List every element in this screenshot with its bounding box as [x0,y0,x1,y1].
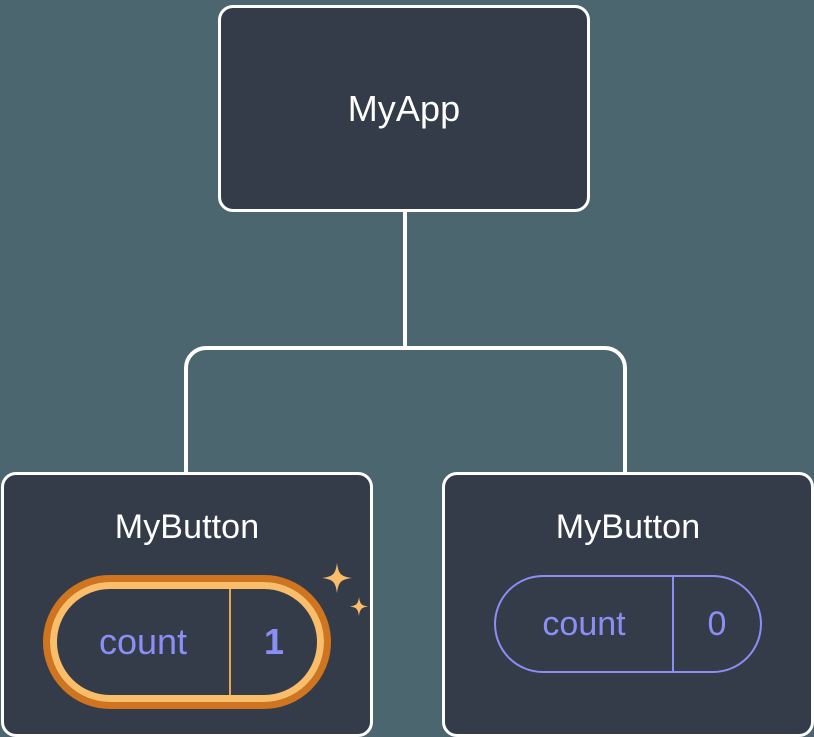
node-title: MyApp [347,87,461,129]
state-pill-count-highlighted[interactable]: count 1 [57,589,317,696]
node-card-child-left[interactable]: MyButton count 1 [1,472,373,737]
state-pill-highlight-ring-inner: count 1 [50,582,324,703]
state-value-label: 1 [229,589,317,696]
state-pill-count[interactable]: count 0 [494,575,762,674]
state-value-label: 0 [672,577,760,672]
node-title: MyButton [114,508,260,546]
state-key-label: count [98,621,188,663]
connector-branch-left [184,346,405,472]
state-pill-wrapper: count 1 [43,563,368,710]
state-pill-wrapper: count 0 [494,575,762,674]
node-title: MyButton [555,508,701,546]
sparkles-icon [322,563,368,617]
state-pill-highlight-ring-outer: count 1 [43,575,331,710]
connector-branch-right [405,346,627,472]
state-key-label: count [542,605,626,644]
node-card-root[interactable]: MyApp [218,5,590,212]
node-card-child-right[interactable]: MyButton count 0 [442,472,814,737]
